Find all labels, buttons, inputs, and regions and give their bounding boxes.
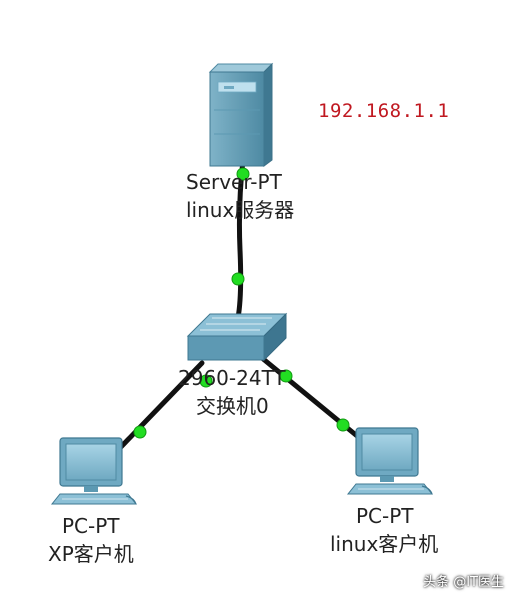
pc-left-icon[interactable] bbox=[50, 437, 138, 505]
switch-icon[interactable] bbox=[186, 312, 288, 362]
switch-model-label: 2960-24TT bbox=[178, 366, 286, 390]
server-ip-label: 192.168.1.1 bbox=[318, 100, 450, 122]
pc-left-model-label: PC-PT bbox=[62, 514, 120, 538]
server-name-label: linux服务器 bbox=[186, 198, 295, 222]
pc-left-name-label: XP客户机 bbox=[48, 542, 134, 566]
pc-right-model-label: PC-PT bbox=[356, 504, 414, 528]
cable-switch-pc-left[interactable] bbox=[115, 360, 205, 453]
link-status-dot bbox=[133, 425, 147, 439]
link-status-dot bbox=[279, 369, 293, 383]
server-model-label: Server-PT bbox=[186, 170, 282, 194]
link-status-dot bbox=[231, 272, 245, 286]
link-status-dot bbox=[336, 418, 350, 432]
pc-right-name-label: linux客户机 bbox=[330, 532, 439, 556]
watermark-text: 头条 @IT医生 bbox=[423, 575, 504, 590]
pc-right-icon[interactable] bbox=[346, 427, 434, 495]
link-status-dot bbox=[236, 167, 250, 181]
link-status-dot bbox=[199, 374, 213, 388]
switch-name-label: 交换机0 bbox=[196, 394, 269, 418]
server-icon[interactable] bbox=[208, 62, 274, 167]
cable-server-switch[interactable] bbox=[235, 157, 246, 321]
